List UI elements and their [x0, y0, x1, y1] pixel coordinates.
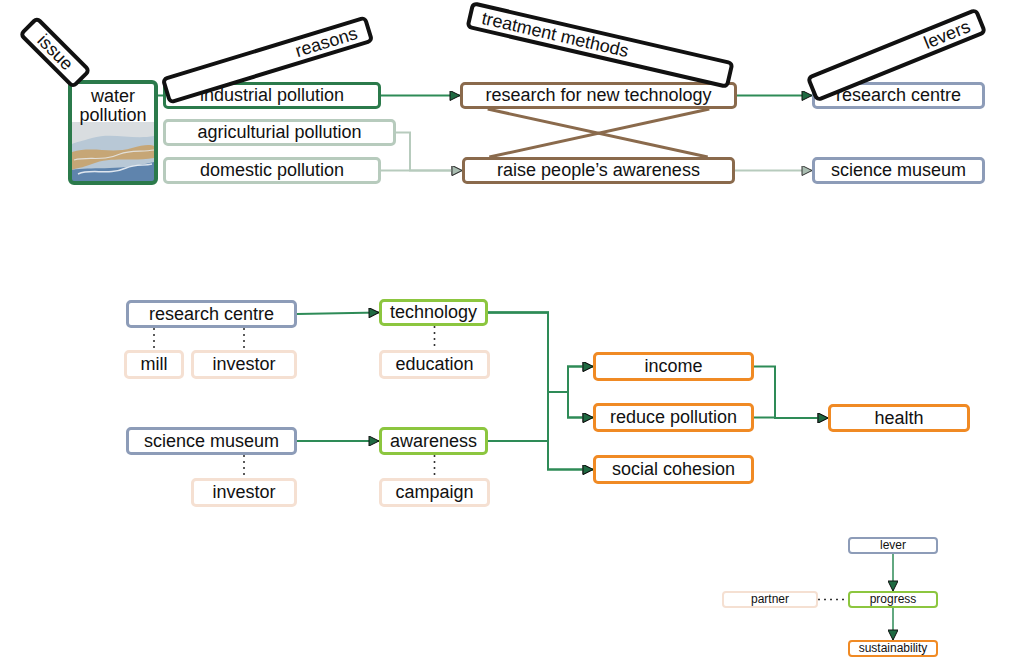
node-label: awareness — [390, 432, 477, 451]
lever-box: research centre — [126, 300, 297, 328]
flow-connector — [381, 95, 460, 97]
legend-box: progress — [848, 591, 938, 608]
node-label: raise people’s awareness — [497, 161, 700, 180]
lever-box: science museum — [812, 157, 985, 184]
node-label: industrial pollution — [200, 86, 344, 105]
node-label: health — [874, 409, 923, 428]
partner-box: education — [379, 350, 490, 379]
partner-box: campaign — [379, 478, 490, 507]
outcome-box: health — [828, 404, 970, 432]
node-label: income — [644, 357, 702, 376]
node-label: lever — [880, 539, 906, 552]
column-heading: reasons — [293, 24, 360, 61]
node-label: partner — [751, 593, 789, 606]
flow-connector — [381, 170, 462, 172]
photo-deep-water — [72, 162, 154, 181]
node-label: progress — [870, 593, 917, 606]
node-label: education — [395, 355, 473, 374]
column-tag: issue — [18, 15, 92, 89]
node-label: campaign — [395, 483, 473, 502]
photo-foam — [74, 150, 154, 160]
outcome-box: reduce pollution — [593, 403, 754, 432]
flow-connector — [297, 440, 379, 442]
flow-connector — [297, 313, 379, 315]
node-label: water pollution — [72, 87, 154, 125]
flow-connector — [488, 313, 593, 470]
flow-connector — [754, 417, 828, 420]
flow-connector — [754, 367, 828, 419]
flow-connector — [396, 133, 462, 171]
legend-box: lever — [848, 537, 938, 554]
photo-water — [72, 122, 154, 181]
partner-box: investor — [191, 350, 297, 379]
legend-box: sustainability — [848, 640, 938, 657]
node-label: reduce pollution — [610, 408, 737, 427]
progress-box: awareness — [379, 427, 488, 455]
dotted-link — [818, 599, 848, 601]
dotted-link — [243, 455, 245, 478]
partner-box: investor — [191, 478, 297, 507]
flow-connector — [488, 313, 593, 393]
column-heading: issue — [33, 31, 76, 74]
flow-connector — [488, 441, 593, 470]
flow-connector — [488, 367, 593, 442]
lever-box: science museum — [126, 427, 297, 455]
reason-box: agriculturial pollution — [163, 119, 396, 146]
node-label: domestic pollution — [200, 161, 344, 180]
node-label: research for new technology — [485, 86, 711, 105]
dotted-link — [153, 328, 155, 350]
column-heading: levers — [921, 17, 973, 53]
outcome-box: income — [593, 352, 754, 381]
column-tag: treatment methods — [465, 1, 734, 89]
photo-foam — [78, 164, 152, 174]
flow-connector — [735, 170, 812, 172]
flow-connector — [488, 392, 593, 441]
node-label: research centre — [149, 305, 274, 324]
flow-connector — [737, 95, 812, 97]
water-photo — [72, 122, 154, 181]
flow-connector — [892, 554, 894, 591]
progress-box: technology — [379, 299, 488, 326]
dotted-link — [243, 328, 245, 350]
outcome-box: social cohesion — [593, 455, 754, 484]
method-box: research for new technology — [460, 82, 737, 109]
flow-connector — [489, 109, 709, 157]
method-box: raise people’s awareness — [462, 157, 735, 184]
node-label: social cohesion — [612, 460, 735, 479]
node-label: research centre — [836, 86, 961, 105]
node-label: technology — [390, 303, 477, 322]
issue-box: water pollution — [68, 80, 158, 185]
node-label: sustainability — [859, 642, 928, 655]
node-label: mill — [141, 355, 168, 374]
node-label: investor — [212, 483, 275, 502]
node-label: science museum — [831, 161, 966, 180]
legend-box: partner — [722, 591, 818, 608]
node-label: agriculturial pollution — [197, 123, 361, 142]
dotted-link — [434, 326, 436, 350]
column-heading: treatment methods — [480, 9, 630, 61]
node-label: investor — [212, 355, 275, 374]
node-label: science museum — [144, 432, 279, 451]
flow-connector — [488, 313, 593, 418]
dotted-link — [434, 455, 436, 478]
photo-sky — [72, 122, 154, 144]
reason-box: domestic pollution — [163, 157, 381, 184]
flow-connector — [892, 608, 894, 640]
partner-box: mill — [124, 350, 184, 379]
